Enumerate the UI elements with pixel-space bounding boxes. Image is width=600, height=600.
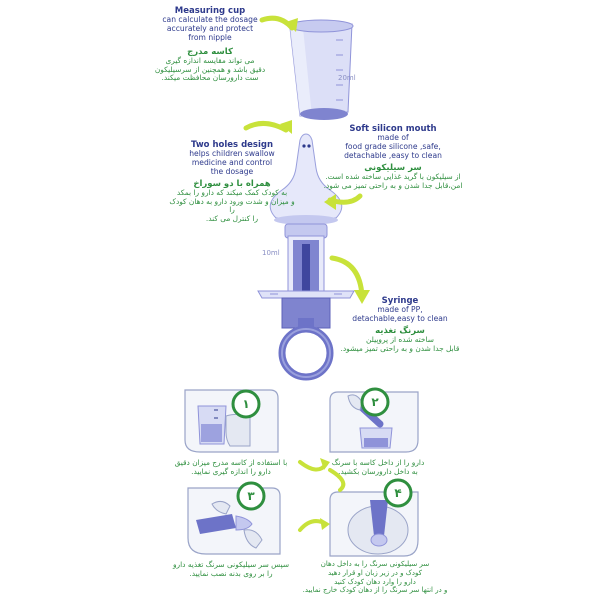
syringe-title: Syringe — [381, 296, 419, 306]
step-4-number: ۴ — [394, 486, 401, 500]
step-3-number: ۳ — [247, 489, 255, 503]
two-holes-label: Two holes design helps children swallow … — [169, 140, 295, 224]
step-2-panel — [329, 391, 419, 453]
silicone-mouth — [269, 133, 343, 225]
arrow-icon — [320, 518, 330, 530]
step-1-number: ۱ — [242, 397, 249, 411]
step-badge — [231, 387, 413, 511]
arrow-icon — [280, 120, 292, 134]
soft-mouth-label: Soft silicon mouth made of food grade si… — [318, 124, 468, 190]
arrow-icon — [286, 18, 298, 32]
syringe-label: Syringe made of PP, detachable,easy to c… — [336, 296, 464, 353]
measuring-cup — [288, 19, 354, 120]
arrow-icon — [324, 194, 336, 210]
step-1-caption: با استفاده از کاسه مدرج میزان دقیق دارو … — [174, 458, 288, 477]
measuring-cup-label: Measuring cup can calculate the dosage a… — [150, 6, 270, 83]
soft-mouth-title: Soft silicon mouth — [349, 124, 437, 134]
step-3-caption: سپس سر سیلیکونی سرنگ تغذیه دارو را بر رو… — [172, 560, 290, 579]
step-2-number: ۲ — [371, 395, 379, 409]
arrow-icon — [320, 458, 330, 470]
arrow-icon — [328, 468, 346, 492]
measuring-cup-title: Measuring cup — [174, 6, 246, 16]
step-2-caption: دارو را از داخل کاسه با سرنگ به داخل دار… — [331, 458, 425, 477]
step-4-caption: سر سیلیکونی سرنگ را به داخل دهان کودک و … — [302, 560, 448, 595]
syringe — [257, 223, 355, 381]
arrow-icon — [243, 121, 289, 133]
step-3-panel — [187, 487, 281, 555]
cup-volume-marking: 20ml — [338, 74, 356, 82]
step-4-panel — [329, 491, 419, 557]
arrow-icon — [354, 290, 370, 304]
step-1-panel — [184, 389, 279, 453]
two-holes-title: Two holes design — [190, 140, 274, 150]
syringe-volume-marking: 10ml — [262, 249, 280, 257]
